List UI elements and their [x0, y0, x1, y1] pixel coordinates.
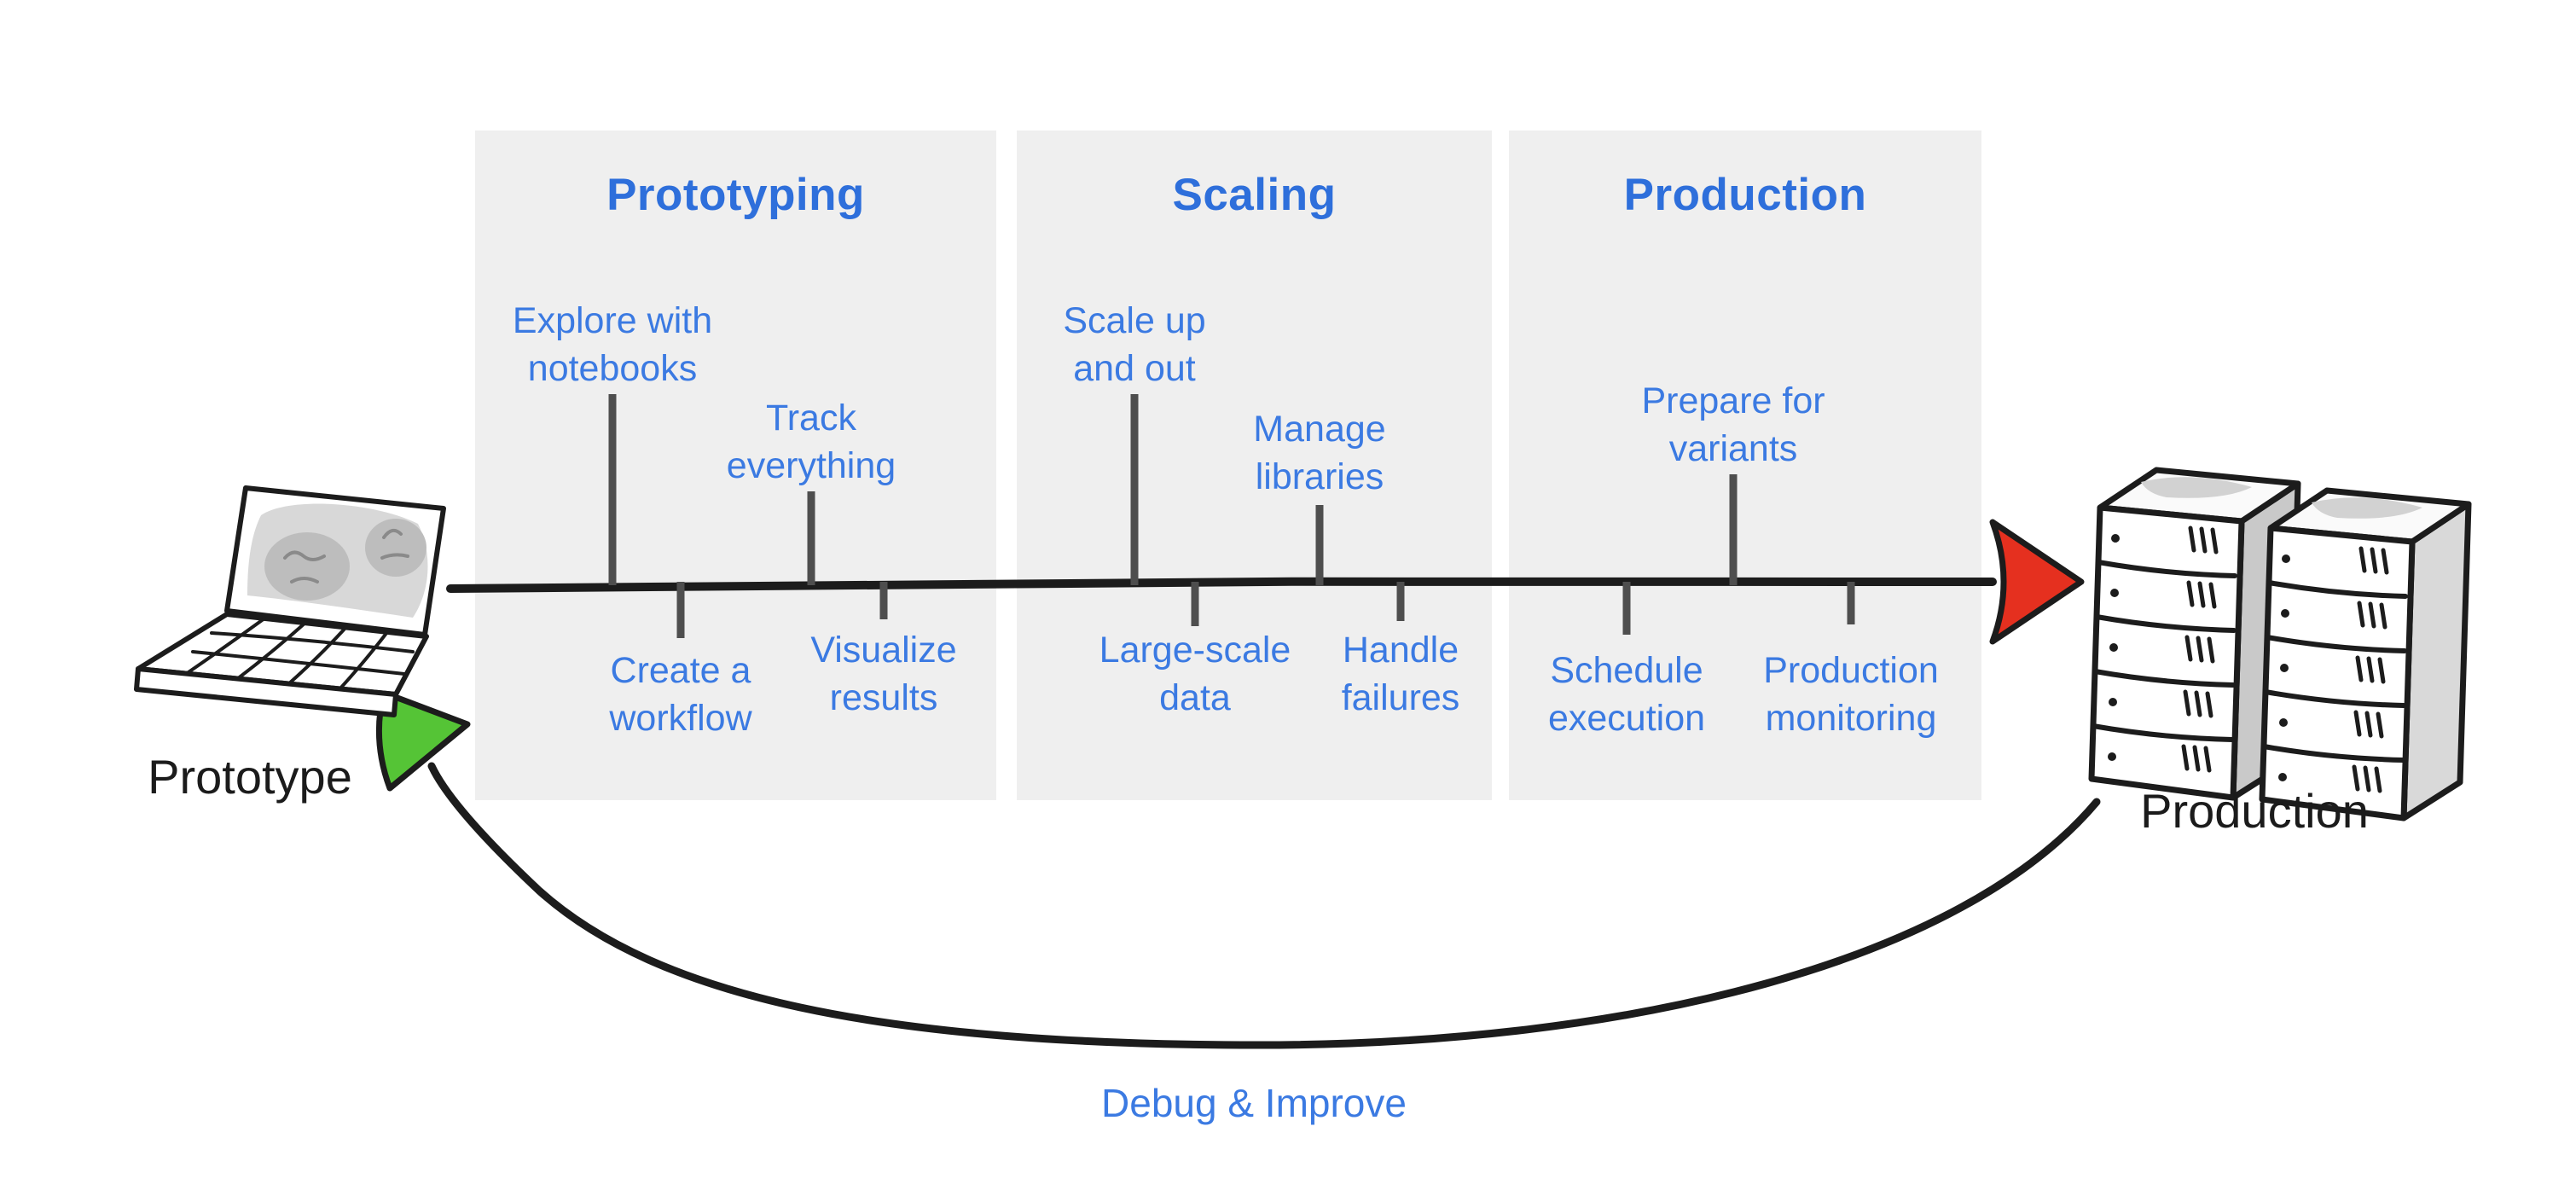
step-label-schedule-execution: Schedule execution [1547, 650, 1706, 739]
phase-title-scaling: Scaling [1172, 170, 1337, 220]
phase-title-prototyping: Prototyping [606, 170, 865, 220]
end-arrowhead-icon [1989, 519, 2085, 645]
tick-marks-above [608, 394, 1738, 585]
server-rack-icon [2088, 467, 2472, 822]
phase-panel-scaling [1017, 131, 1492, 800]
step-label-visualize-results: Visualize results [810, 630, 957, 718]
phase-title-production: Production [1623, 170, 1867, 220]
step-label-create-a-workflow: Create a workflow [609, 650, 752, 739]
step-label-production-monitoring: Production monitoring [1763, 650, 1939, 739]
step-label-large-scale-data: Large-scale data [1099, 630, 1291, 718]
server-tower [2259, 487, 2472, 822]
endpoint-label-prototype: Prototype [148, 750, 352, 804]
endpoint-label-production: Production [2140, 784, 2369, 838]
loop-arrow-curve [427, 762, 2101, 1049]
laptop-icon [134, 485, 446, 717]
step-label-handle-failures: Handle failures [1341, 630, 1460, 718]
step-label-scale-up-and-out: Scale up and out [1063, 300, 1206, 389]
step-label-prepare-for-variants: Prepare for variants [1641, 380, 1825, 469]
phase-panel-production [1509, 131, 1981, 800]
step-label-manage-libraries: Manage libraries [1253, 409, 1386, 497]
step-label-explore-with-notebooks: Explore with notebooks [512, 300, 713, 389]
step-label-track-everything: Track everything [726, 398, 896, 486]
loop-label-debug-improve: Debug & Improve [1101, 1081, 1407, 1125]
phase-panel-prototyping [475, 131, 996, 800]
tick-marks-below [676, 582, 1855, 638]
timeline [446, 576, 1997, 593]
